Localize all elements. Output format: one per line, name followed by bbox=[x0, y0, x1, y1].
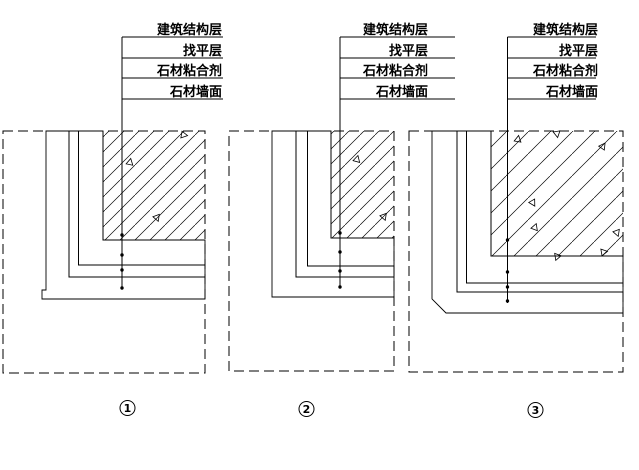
callout-adhesive: 石材粘合剂 bbox=[532, 63, 598, 78]
detail-number-badge: 2 bbox=[298, 401, 315, 417]
callout-stone: 石材墙面 bbox=[169, 84, 222, 99]
svg-text:2: 2 bbox=[303, 403, 311, 416]
structure-layer-boundary bbox=[490, 131, 623, 257]
break-boundary bbox=[2, 130, 206, 374]
callout-leveling: 找平层 bbox=[559, 43, 598, 58]
structure-layer bbox=[331, 131, 394, 238]
svg-text:1: 1 bbox=[124, 402, 132, 415]
callout-ladder: 建筑结构层 找平层 石材粘合剂 石材墙面 bbox=[507, 22, 598, 100]
callout-ladder: 建筑结构层 找平层 石材粘合剂 石材墙面 bbox=[340, 22, 455, 100]
callout-adhesive: 石材粘合剂 bbox=[362, 63, 428, 78]
callout-stone: 石材墙面 bbox=[375, 84, 428, 99]
detail-number-badge: 3 bbox=[527, 402, 544, 418]
callout-structure: 建筑结构层 bbox=[157, 22, 222, 37]
callout-leveling: 找平层 bbox=[389, 43, 428, 58]
break-boundary bbox=[228, 130, 395, 372]
svg-text:3: 3 bbox=[532, 404, 540, 417]
structure-layer bbox=[103, 131, 205, 240]
leader-dots bbox=[505, 238, 510, 303]
callout-ladder: 建筑结构层 找平层 石材粘合剂 石材墙面 bbox=[122, 22, 223, 100]
structure-layer bbox=[491, 131, 623, 256]
detail-3: 建筑结构层 找平层 石材粘合剂 石材墙面 3 bbox=[408, 22, 624, 418]
callout-adhesive: 石材粘合剂 bbox=[156, 63, 222, 78]
leader-dots bbox=[120, 233, 124, 290]
break-boundary bbox=[408, 130, 624, 373]
detail-2: 建筑结构层 找平层 石材粘合剂 石材墙面 2 bbox=[228, 22, 455, 417]
structure-layer-boundary bbox=[102, 131, 205, 241]
callout-structure: 建筑结构层 bbox=[533, 22, 598, 37]
callout-leveling: 找平层 bbox=[183, 43, 222, 58]
callout-structure: 建筑结构层 bbox=[363, 22, 428, 37]
structure-layer-boundary bbox=[330, 131, 394, 239]
detail-number-badge: 1 bbox=[119, 400, 136, 416]
detail-1: 建筑结构层 找平层 石材粘合剂 石材墙面 1 bbox=[2, 22, 223, 416]
callout-stone: 石材墙面 bbox=[545, 84, 598, 99]
leader-dots bbox=[338, 231, 342, 289]
